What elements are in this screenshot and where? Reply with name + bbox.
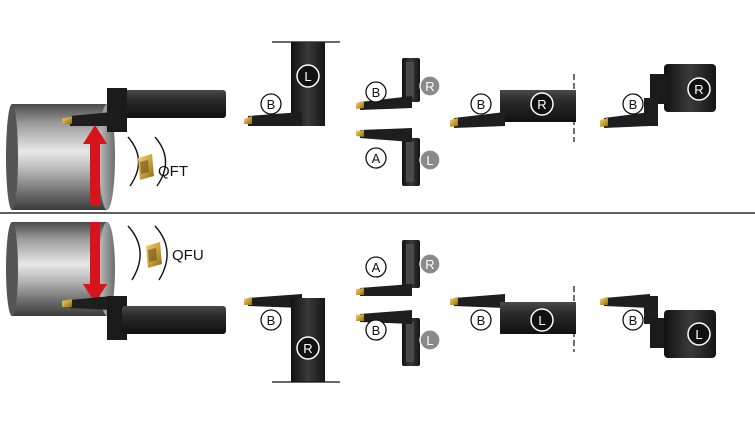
main-holder-bottom (62, 296, 226, 340)
badge-l-gray-1: L (419, 149, 441, 171)
badge-b-3: B (470, 93, 492, 115)
svg-text:B: B (267, 97, 276, 112)
badge-r-2: R (687, 77, 711, 101)
svg-text:L: L (426, 333, 433, 348)
badge-r-gray-1: R (419, 75, 441, 97)
holder-horizontal-l-bottom: B L (450, 286, 576, 352)
insert-qft-icon (138, 154, 154, 180)
svg-text:L: L (695, 327, 702, 342)
svg-text:B: B (372, 85, 381, 100)
holder-horizontal-r-top: B R (450, 74, 576, 142)
svg-text:R: R (303, 341, 312, 356)
badge-b-5: B (260, 309, 282, 331)
insert-qft-group: QFT (127, 136, 188, 187)
svg-text:R: R (425, 79, 434, 94)
badge-b-6: B (365, 319, 387, 341)
svg-text:A: A (372, 260, 381, 275)
badge-r-gray-2: R (419, 253, 441, 275)
svg-text:L: L (538, 313, 545, 328)
insert-qfu-icon (146, 242, 162, 268)
svg-text:R: R (694, 82, 703, 97)
badge-a-2: A (365, 256, 387, 278)
badge-b-4: B (622, 93, 644, 115)
badge-l-2: L (530, 308, 554, 332)
badge-b-7: B (470, 309, 492, 331)
badge-l-1: L (296, 64, 320, 88)
svg-text:B: B (629, 97, 638, 112)
badge-b-1: B (260, 93, 282, 115)
holder-block-l-bottom: B L (600, 294, 716, 358)
svg-text:B: B (372, 323, 381, 338)
holder-vertical-l-top: B L (244, 41, 340, 126)
bottom-row: QFU B R A (6, 222, 716, 383)
svg-text:A: A (372, 151, 381, 166)
badge-r-1: R (530, 92, 554, 116)
insert-qfu-label: QFU (172, 247, 204, 264)
top-row: QFT B L R (6, 41, 716, 210)
holder-vertical-r-bottom: B R (244, 294, 340, 383)
svg-text:B: B (267, 313, 276, 328)
badge-b-2: B (365, 81, 387, 103)
double-holders-bottom: A R B L (356, 240, 441, 366)
svg-text:L: L (426, 153, 433, 168)
double-holders-top: R B A L (356, 58, 441, 186)
insert-qfu-group: QFU (127, 225, 204, 281)
main-holder-top (62, 88, 226, 132)
badge-a-1: A (365, 147, 387, 169)
svg-text:L: L (304, 69, 311, 84)
svg-text:R: R (537, 97, 546, 112)
holder-block-r-top: B R (600, 64, 716, 128)
feed-arrow-up (83, 125, 107, 206)
svg-text:B: B (477, 97, 486, 112)
feed-arrow-down (83, 222, 107, 303)
svg-text:R: R (425, 257, 434, 272)
badge-r-3: R (296, 336, 320, 360)
svg-text:B: B (477, 313, 486, 328)
badge-l-gray-2: L (419, 329, 441, 351)
insert-qft-label: QFT (158, 163, 188, 180)
badge-l-3: L (687, 322, 711, 346)
badge-b-8: B (622, 309, 644, 331)
svg-text:B: B (629, 313, 638, 328)
